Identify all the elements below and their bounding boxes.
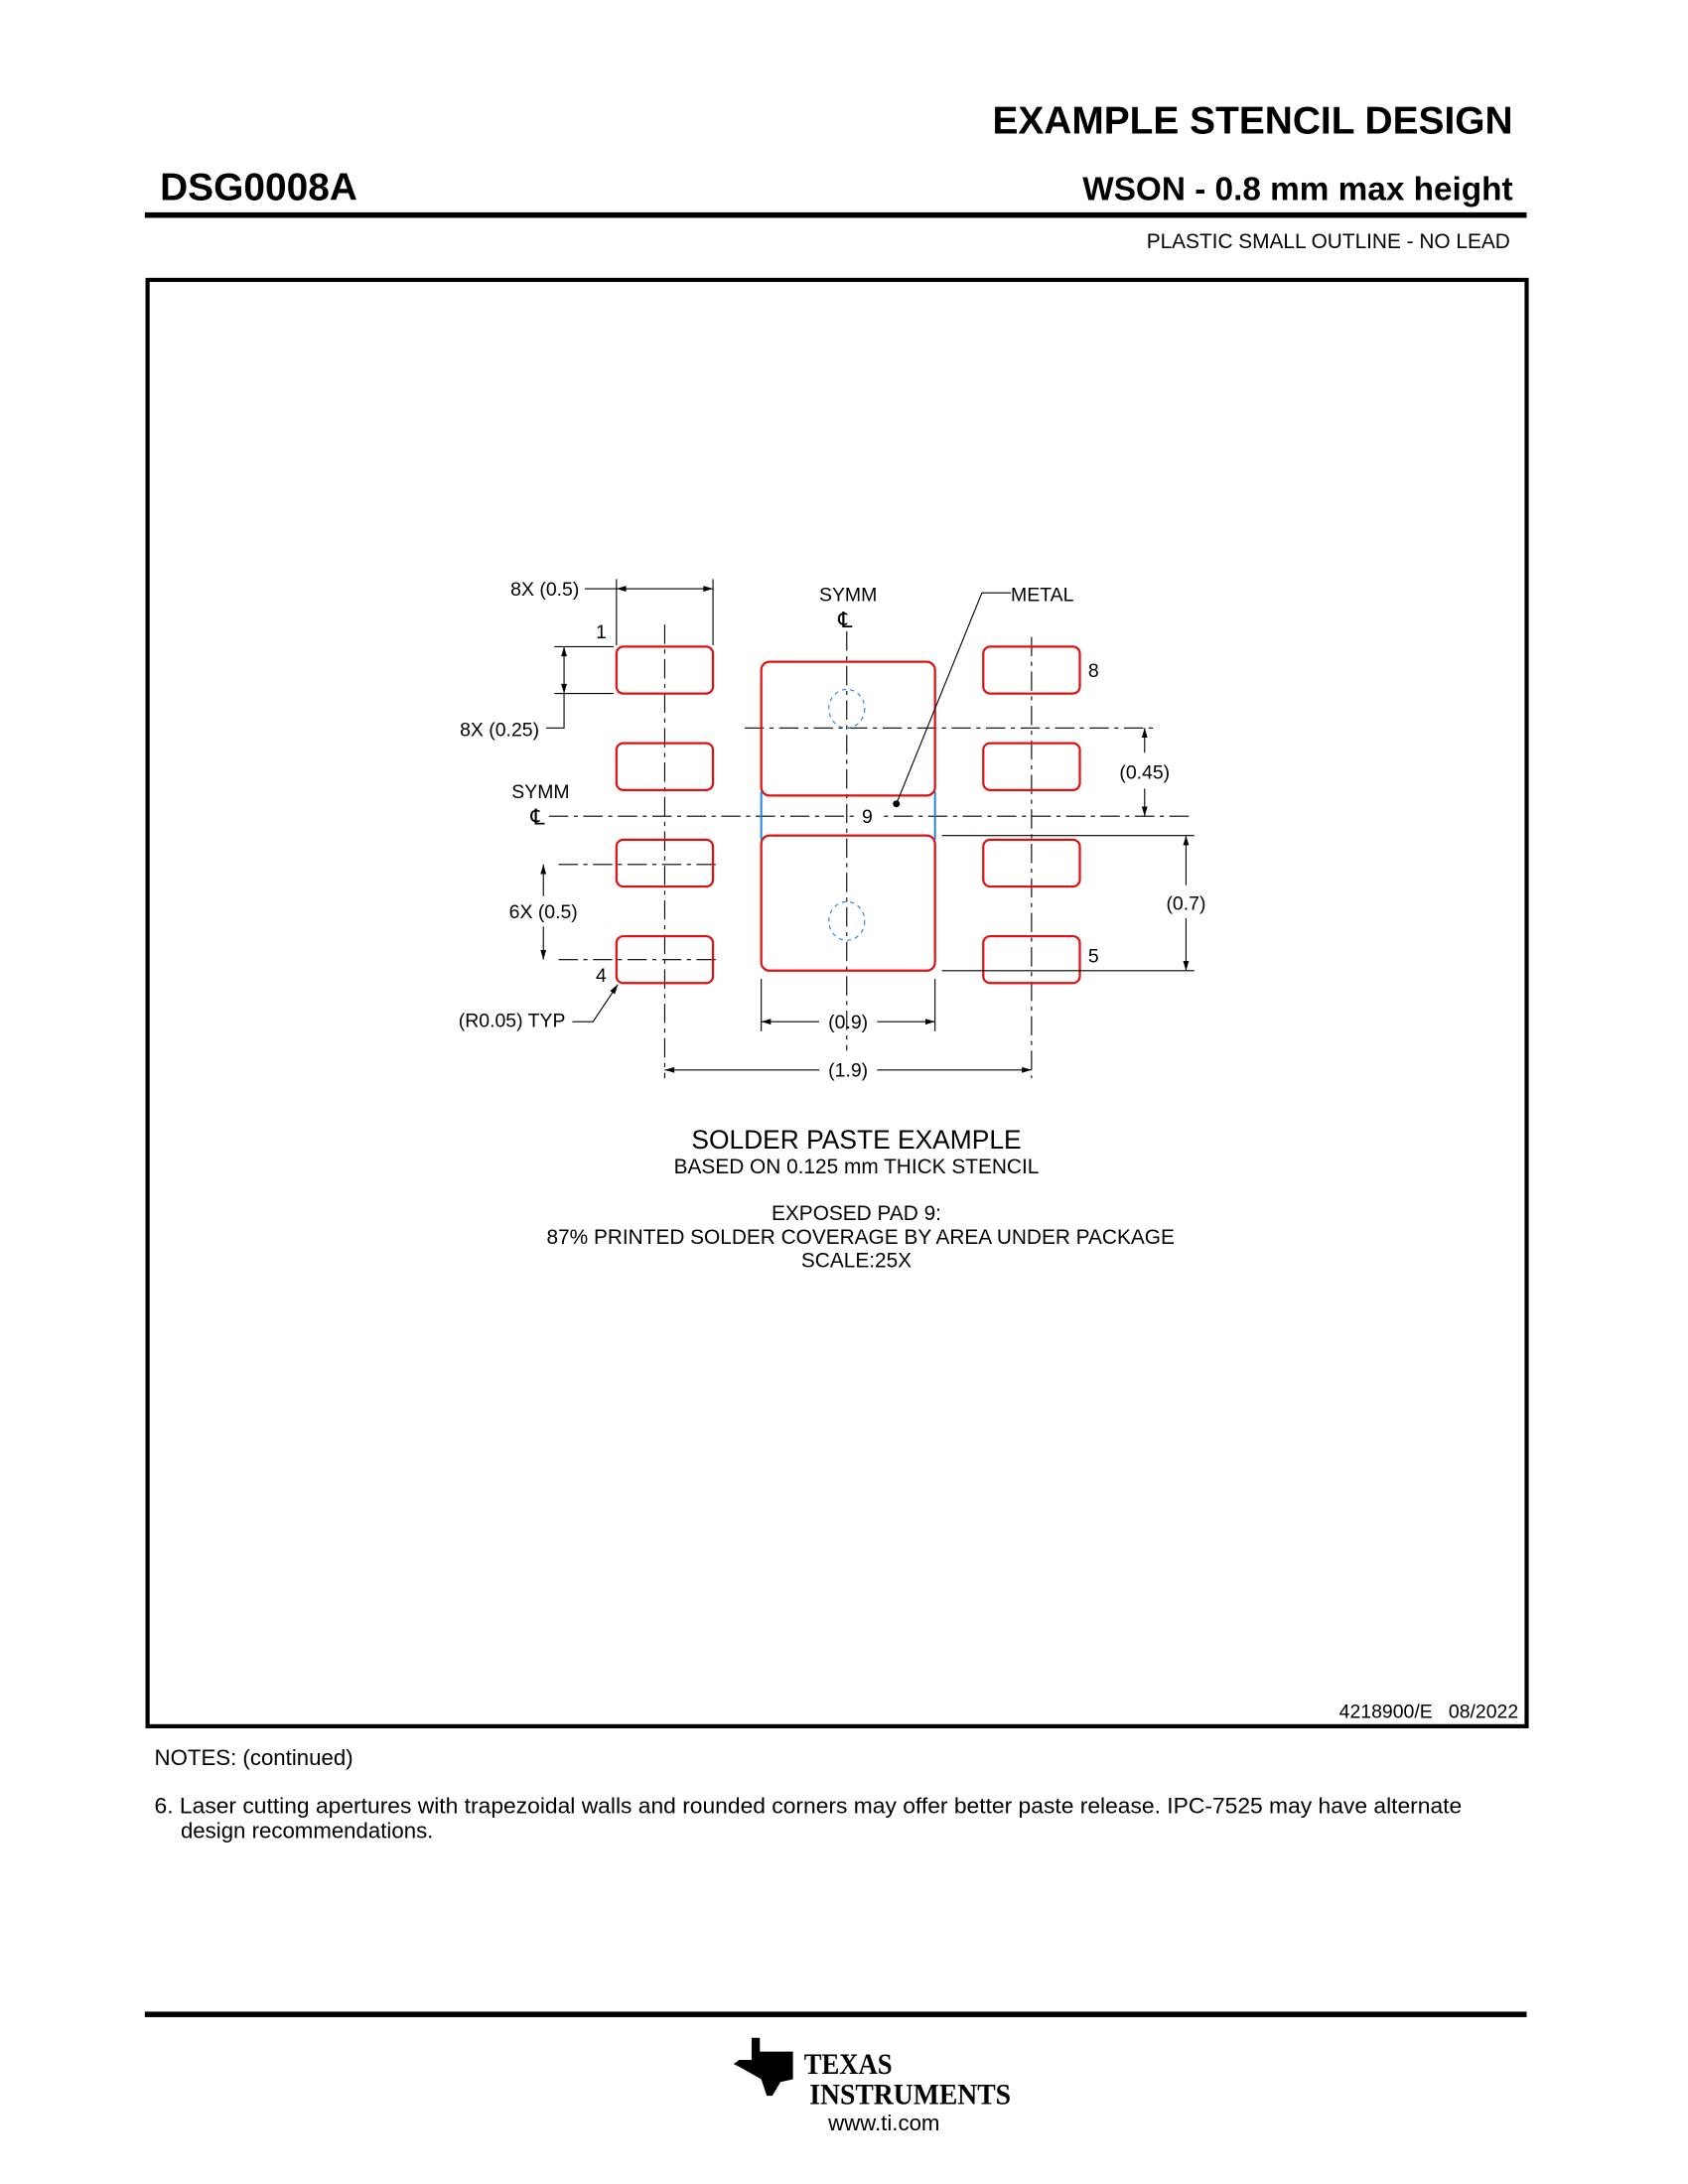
dim-pad-height: 8X (0.25) — [460, 720, 539, 742]
via-bottom — [828, 900, 866, 941]
note-6-line-2: design recommendations. — [181, 1818, 433, 1843]
header-rule — [144, 211, 1527, 218]
logo-instruments: INSTRUMENTS — [809, 2079, 1011, 2111]
package-description: PLASTIC SMALL OUTLINE - NO LEAD — [1147, 230, 1510, 253]
pad-7 — [982, 742, 1081, 791]
symm-top-label: SYMM — [819, 585, 877, 607]
pad-9-top-aperture — [760, 660, 936, 797]
centerline-icon: ℄ — [530, 805, 546, 830]
pad-2 — [615, 742, 715, 791]
part-number: DSG0008A — [160, 166, 357, 208]
package-name: WSON - 0.8 mm max height — [1082, 171, 1512, 207]
caption-line-2: EXPOSED PAD 9: — [772, 1202, 941, 1225]
footer-rule — [144, 2011, 1527, 2017]
footer-url[interactable]: www.ti.com — [827, 2111, 939, 2135]
dim-span: (1.9) — [828, 1060, 868, 1082]
caption-title: SOLDER PASTE EXAMPLE — [691, 1125, 1021, 1155]
dim-offset-045: (0.45) — [1119, 762, 1170, 784]
note-6-line-1: 6. Laser cutting apertures with trapezoi… — [155, 1793, 1463, 1818]
notes-heading: NOTES: (continued) — [155, 1745, 353, 1770]
ti-logo-icon — [733, 2037, 793, 2097]
page-title: EXAMPLE STENCIL DESIGN — [992, 100, 1512, 143]
centerline-icon: ℄ — [837, 608, 853, 632]
pin-5-label: 5 — [1088, 945, 1099, 967]
pad-5 — [982, 934, 1081, 985]
pad-6 — [982, 838, 1081, 888]
pad-4 — [615, 934, 715, 985]
dim-pad-width: 8X (0.5) — [510, 579, 579, 601]
metal-label: METAL — [1011, 585, 1074, 607]
pin-4-label: 4 — [596, 965, 607, 987]
pin-8-label: 8 — [1088, 660, 1099, 682]
via-top — [828, 688, 866, 729]
caption-line-3: 87% PRINTED SOLDER COVERAGE BY AREA UNDE… — [546, 1226, 1174, 1249]
pin-1-label: 1 — [596, 621, 607, 643]
dim-height-07: (0.7) — [1166, 893, 1205, 915]
ti-logo: ti TEXAS INSTRUMENTS — [733, 2037, 1011, 2111]
pad-1 — [615, 645, 715, 695]
symm-left-label: SYMM — [511, 781, 569, 803]
dim-corner-radius: (R0.05) TYP — [459, 1011, 566, 1032]
caption-line-1: BASED ON 0.125 mm THICK STENCIL — [674, 1156, 1040, 1178]
logo-texas: TEXAS — [804, 2049, 893, 2081]
document-id: 4218900/E 08/2022 — [1339, 1702, 1518, 1723]
svg-text:ti: ti — [769, 2060, 780, 2082]
pad-8 — [982, 645, 1081, 695]
pads — [615, 645, 1081, 985]
caption-line-4: SCALE:25X — [801, 1249, 912, 1272]
pin-9-label: 9 — [862, 806, 873, 828]
dim-pitch: 6X (0.5) — [509, 901, 578, 923]
dim-center-width: (0.9) — [828, 1012, 868, 1033]
metal-leader-dot — [893, 800, 901, 808]
pad-9-bottom-aperture — [760, 834, 936, 972]
drawing-frame — [145, 277, 1529, 1728]
pad-3 — [615, 838, 715, 888]
